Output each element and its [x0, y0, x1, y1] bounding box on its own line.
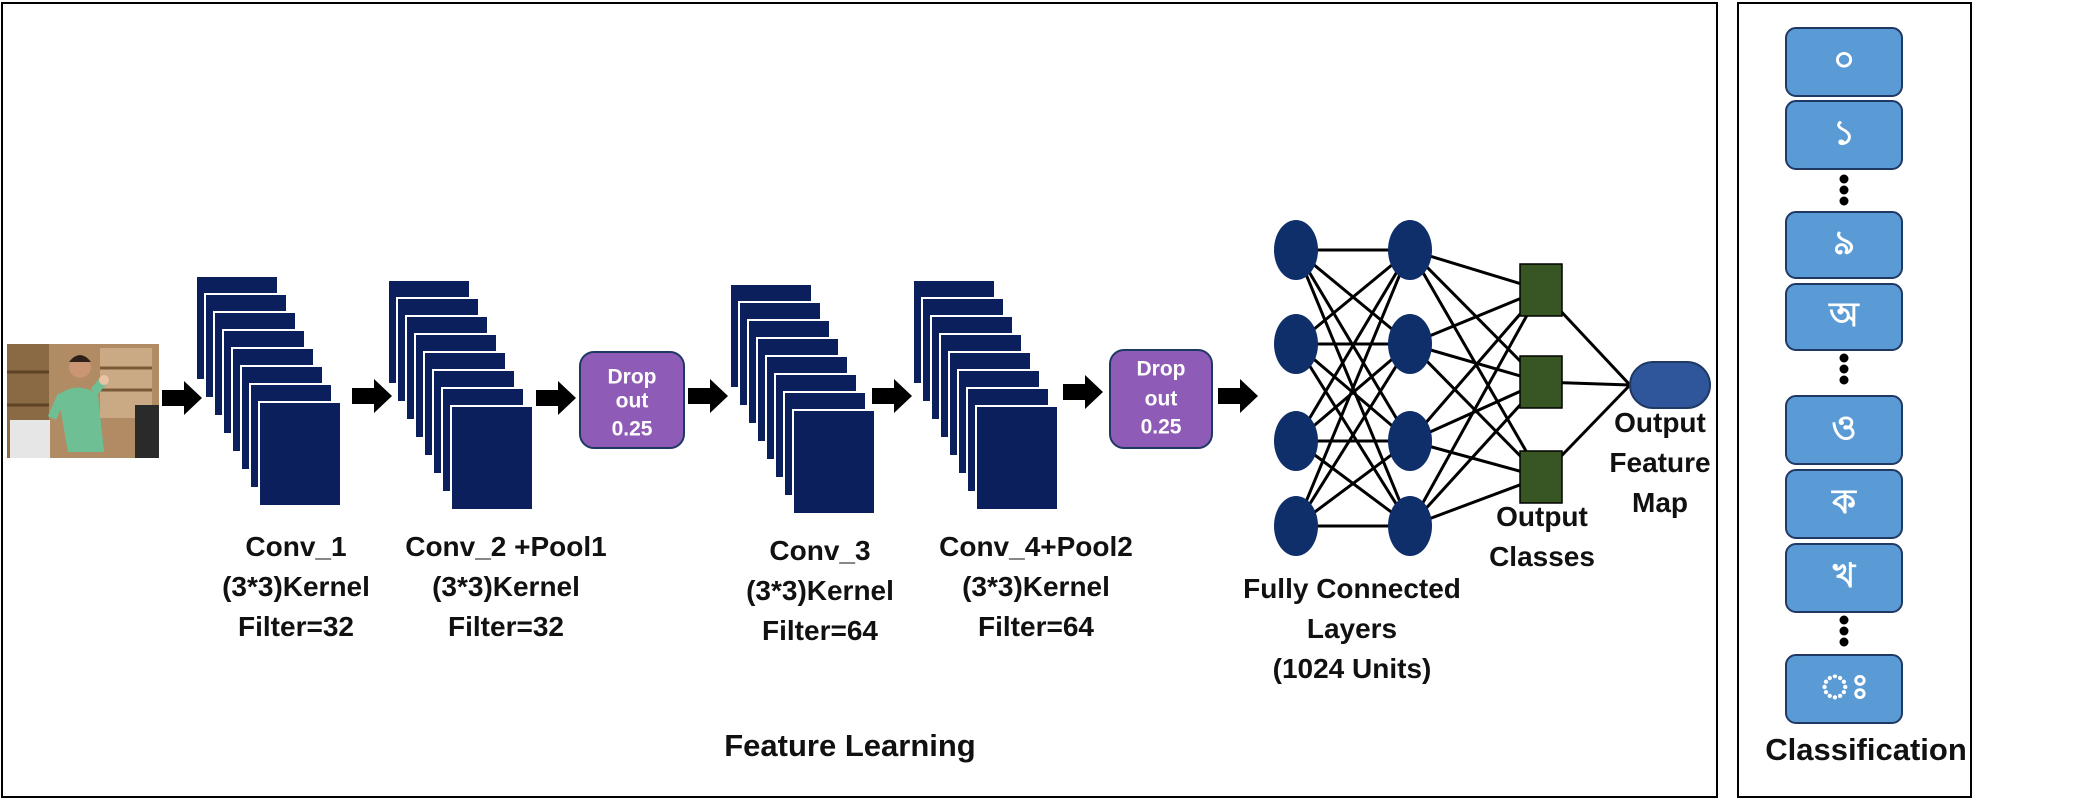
dropout-2-line-3: 0.25	[1141, 416, 1182, 439]
class-box: ঃ	[1785, 654, 1903, 724]
feature-learning-title: Feature Learning	[724, 728, 976, 763]
fc-node	[1274, 220, 1318, 280]
svg-text:Filter=64: Filter=64	[762, 615, 878, 646]
conv3-label: Conv_3 (3*3)Kernel Filter=64	[746, 535, 894, 646]
output-class-node	[1519, 263, 1563, 317]
svg-text:Conv_3: Conv_3	[769, 535, 870, 566]
dropout-2-line-2: out	[1145, 388, 1178, 411]
fc-node	[1388, 411, 1432, 471]
class-label: ঃ	[1819, 668, 1869, 706]
classification-title: Classification	[1765, 732, 1967, 767]
class-box: ১	[1785, 100, 1903, 170]
class-box: ও	[1785, 395, 1903, 465]
class-label: অ	[1828, 296, 1860, 334]
svg-text:Conv_1: Conv_1	[245, 531, 346, 562]
fc-node	[1274, 411, 1318, 471]
svg-text:Classes: Classes	[1489, 541, 1595, 572]
output-class-node	[1519, 355, 1563, 409]
arrow-icon	[688, 379, 728, 413]
arrow-icon	[1063, 375, 1103, 409]
fc-node	[1274, 496, 1318, 556]
svg-text:Output: Output	[1496, 501, 1588, 532]
arrow-icon	[352, 379, 392, 413]
class-box: ক	[1785, 469, 1903, 539]
svg-text:Conv_4+Pool2: Conv_4+Pool2	[939, 531, 1133, 562]
dropout-box-2: Drop out 0.25	[1109, 349, 1213, 449]
class-label: ৯	[1833, 224, 1855, 262]
svg-text:Filter=32: Filter=32	[448, 611, 564, 642]
output-class-squares	[1519, 263, 1563, 504]
conv2-filter-stack	[387, 279, 534, 511]
output-classes-label: Output Classes	[1489, 501, 1595, 572]
input-image	[7, 344, 159, 458]
svg-text:Filter=32: Filter=32	[238, 611, 354, 642]
arrow-icon	[872, 379, 912, 413]
svg-text:(3*3)Kernel: (3*3)Kernel	[222, 571, 370, 602]
class-box: ৯	[1785, 211, 1903, 279]
class-box: ০	[1785, 27, 1903, 97]
class-label: ০	[1833, 41, 1855, 79]
flow-arrows	[162, 375, 1258, 415]
fc-node	[1388, 314, 1432, 374]
class-box: অ	[1785, 283, 1903, 351]
dropout-box-1: Drop out 0.25	[579, 351, 685, 449]
arrow-icon	[162, 381, 202, 415]
arrow-icon	[1218, 379, 1258, 413]
arrow-icon	[536, 381, 576, 415]
class-label: খ	[1832, 557, 1857, 595]
conv3-filter-stack	[729, 283, 876, 515]
fc-connections	[1294, 248, 1632, 528]
conv1-label: Conv_1 (3*3)Kernel Filter=32	[222, 531, 370, 642]
conv1-filter-stack	[195, 275, 342, 507]
conv4-filter-stack	[912, 279, 1059, 511]
svg-text:Conv_2 +Pool1: Conv_2 +Pool1	[405, 531, 607, 562]
ellipsis-dots	[1839, 615, 1849, 647]
fc-node	[1388, 220, 1432, 280]
fc-node	[1274, 314, 1318, 374]
svg-text:Output: Output	[1614, 407, 1706, 438]
class-label: ক	[1831, 483, 1857, 521]
svg-text:(3*3)Kernel: (3*3)Kernel	[432, 571, 580, 602]
output-feature-map-label: Output Feature Map	[1609, 407, 1710, 518]
svg-text:Map: Map	[1632, 487, 1688, 518]
dropout-2-line-1: Drop	[1137, 358, 1186, 381]
svg-text:Filter=64: Filter=64	[978, 611, 1094, 642]
fc-node	[1388, 496, 1432, 556]
ellipsis-dots	[1839, 353, 1849, 385]
svg-text:(3*3)Kernel: (3*3)Kernel	[962, 571, 1110, 602]
class-box: খ	[1785, 543, 1903, 613]
output-class-node	[1519, 450, 1563, 504]
conv4-label: Conv_4+Pool2 (3*3)Kernel Filter=64	[939, 531, 1133, 642]
conv2-label: Conv_2 +Pool1 (3*3)Kernel Filter=32	[405, 531, 607, 642]
output-feature-map-node	[1629, 361, 1711, 409]
classification-panel	[1737, 2, 1972, 798]
dropout-1-line-3: 0.25	[612, 418, 653, 441]
class-label: ও	[1831, 409, 1856, 447]
class-list: ০ ১ ৯ অ ও ক খ	[1785, 27, 1903, 724]
svg-text:(1024 Units): (1024 Units)	[1273, 653, 1432, 684]
fc-label: Fully Connected Layers (1024 Units)	[1243, 573, 1461, 684]
dropout-1-line-1: Drop	[608, 366, 657, 389]
svg-text:Layers: Layers	[1307, 613, 1397, 644]
svg-text:(3*3)Kernel: (3*3)Kernel	[746, 575, 894, 606]
svg-text:Fully Connected: Fully Connected	[1243, 573, 1461, 604]
fc-nodes	[1274, 220, 1432, 556]
svg-text:Feature: Feature	[1609, 447, 1710, 478]
feature-learning-panel	[1, 2, 1718, 798]
ellipsis-dots	[1839, 174, 1849, 206]
class-label: ১	[1833, 114, 1855, 152]
dropout-1-line-2: out	[616, 390, 649, 413]
